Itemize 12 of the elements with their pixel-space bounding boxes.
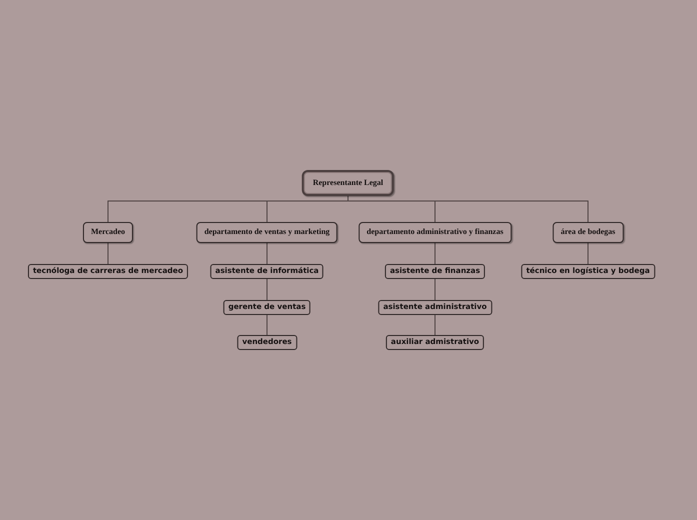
- connector-line: [434, 242, 436, 264]
- department-box: departamento administrativo y finanzas: [358, 222, 512, 243]
- root-box: Representante Legal: [302, 170, 394, 196]
- connector-line: [434, 314, 436, 336]
- connector-line: [348, 196, 588, 222]
- connector-line: [266, 278, 268, 300]
- connector-line: [434, 278, 436, 300]
- department-box: departamento de ventas y marketing: [196, 222, 338, 243]
- connector-line: [266, 242, 268, 264]
- department-box: área de bodegas: [552, 222, 624, 243]
- connector-line: [266, 314, 268, 336]
- department-box: Mercadeo: [82, 222, 134, 243]
